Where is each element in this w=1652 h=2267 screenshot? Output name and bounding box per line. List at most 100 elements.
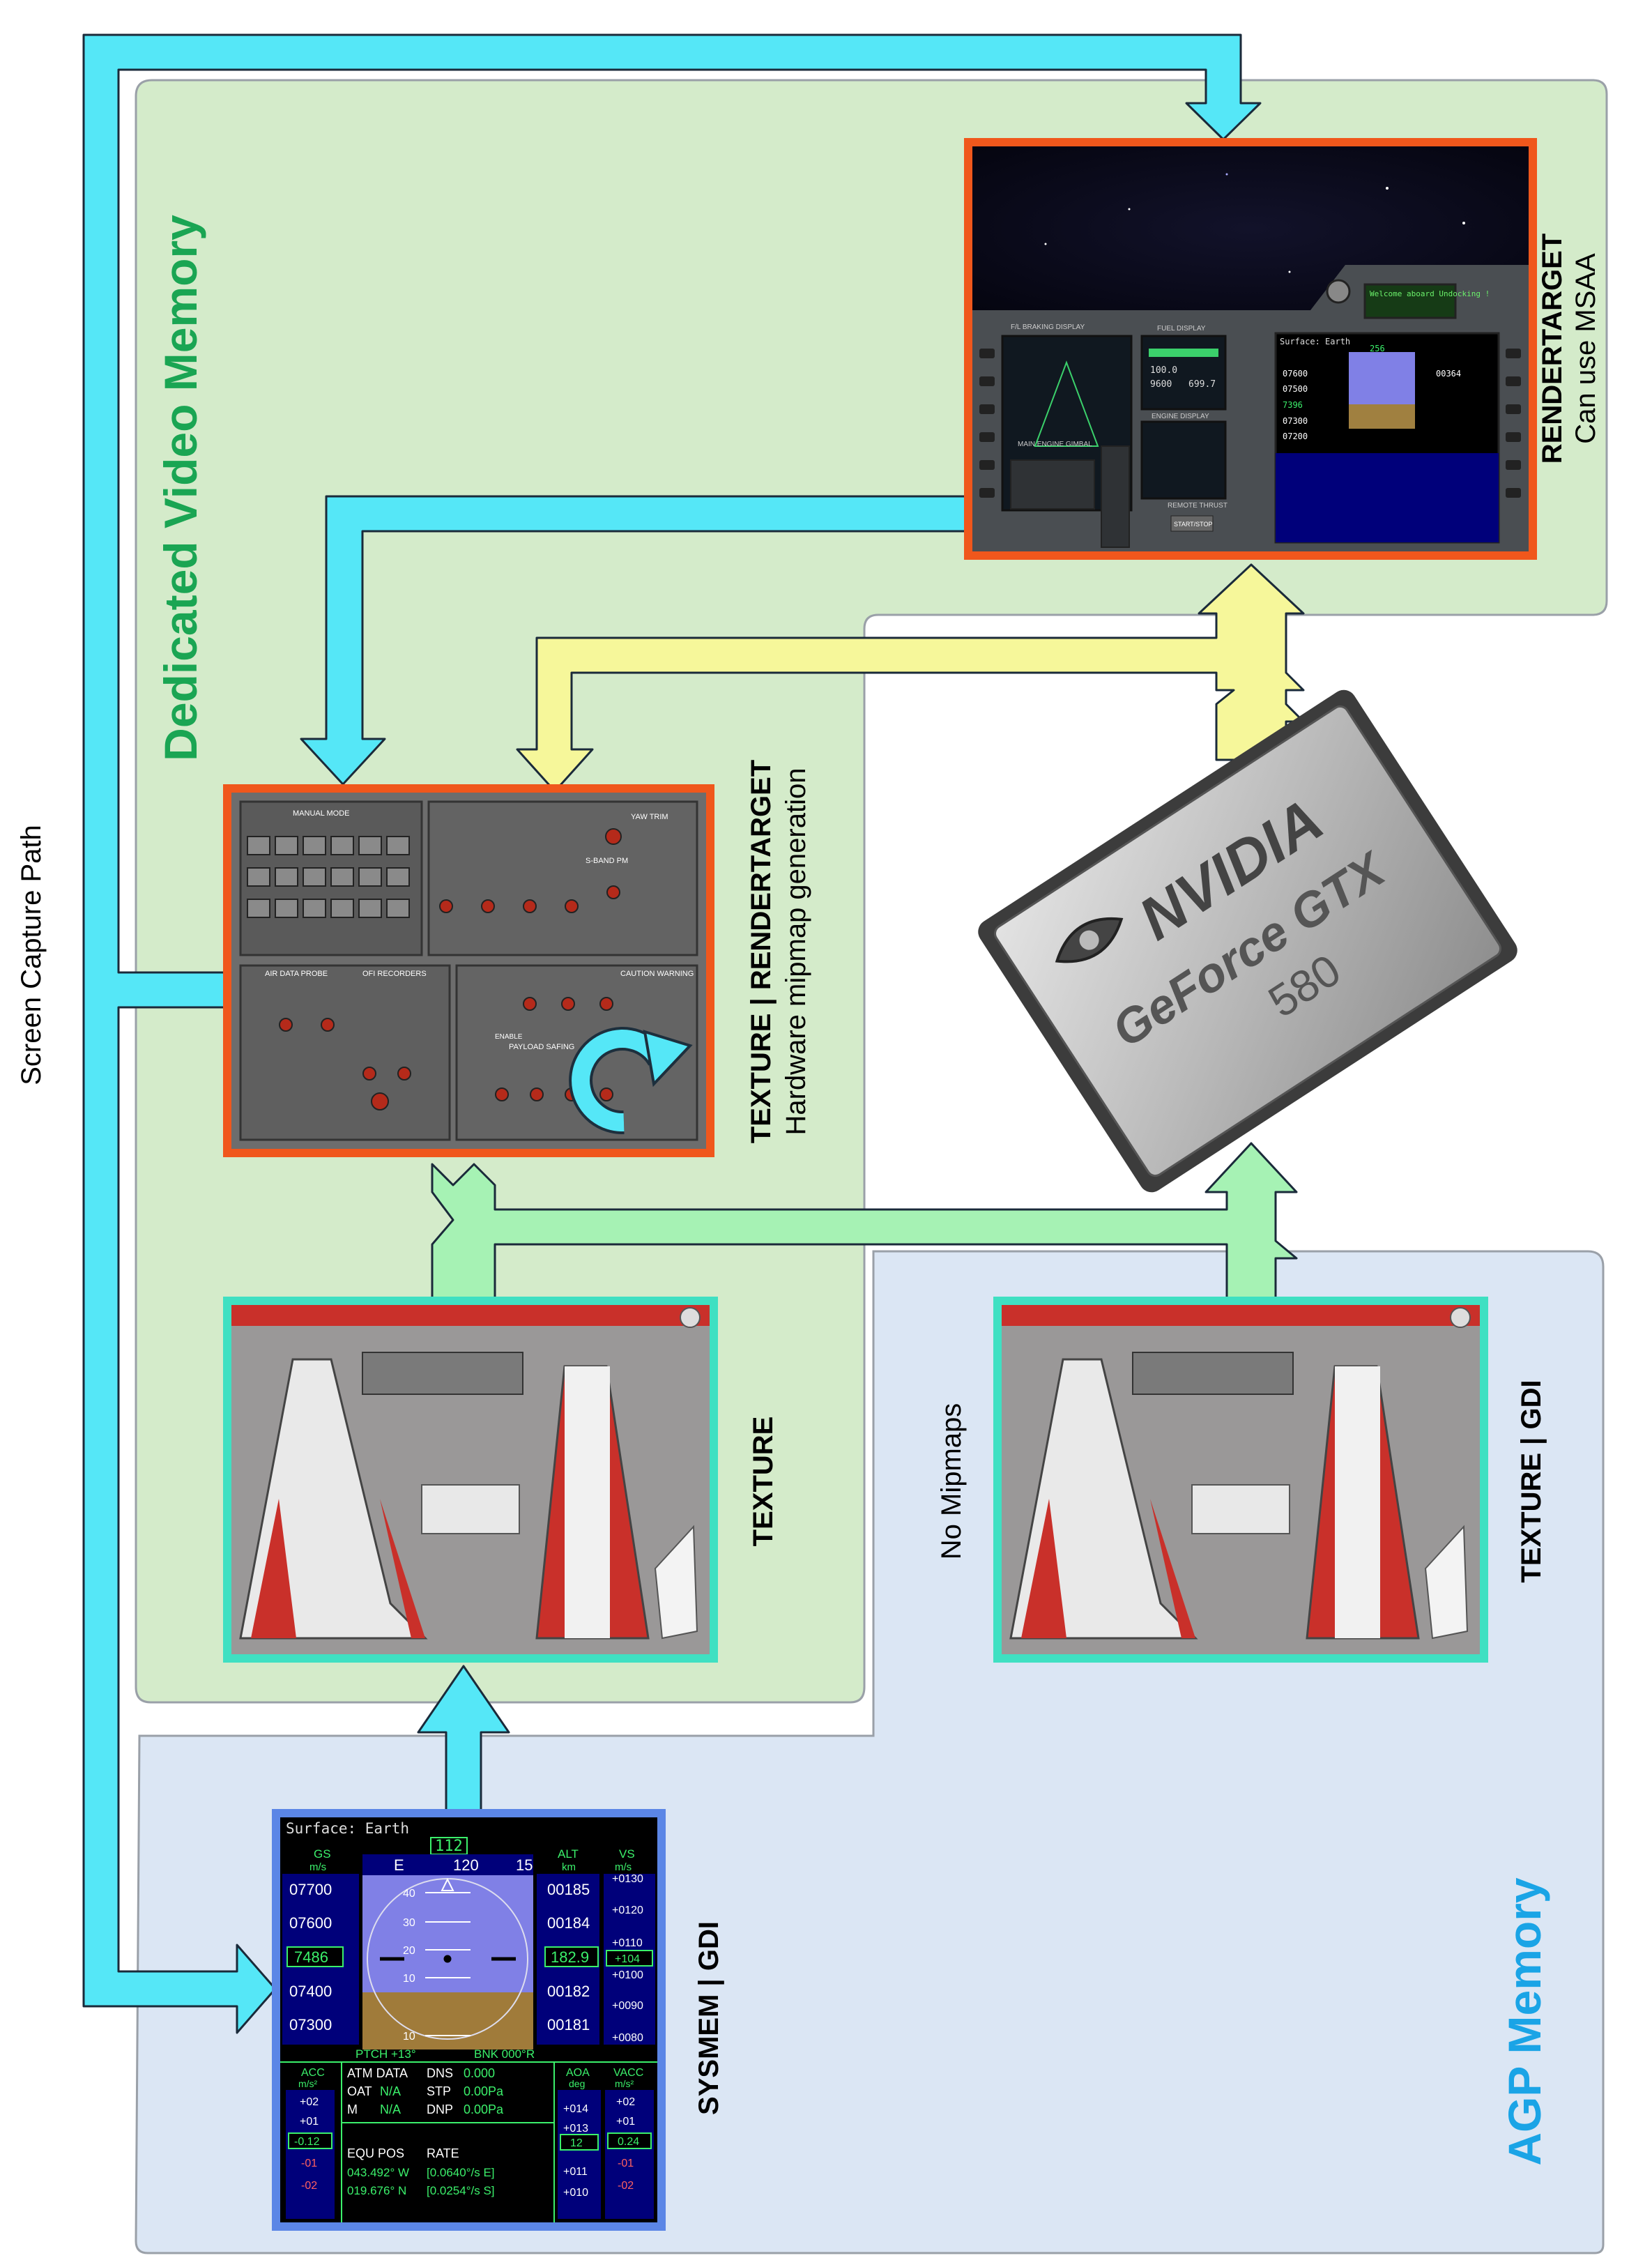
mini-gs-b: 07500: [1283, 384, 1308, 394]
mfd-gs-label: GS: [314, 1847, 331, 1861]
mini-gs-a: 07600: [1283, 369, 1308, 379]
dnp-value: 0.00Pa: [464, 2102, 504, 2116]
vs-value-1: +0120: [612, 1905, 643, 1916]
mini-gs-c: 7396: [1283, 400, 1303, 410]
start-stop-button[interactable]: [1170, 515, 1214, 532]
mfd-gs-unit: m/s: [309, 1861, 326, 1873]
mini-alt-a: 00364: [1436, 369, 1461, 379]
pitch-10: 10: [403, 1973, 415, 1985]
mini-gs-e: 07200: [1283, 432, 1308, 441]
acc-value-0: +02: [300, 2096, 319, 2108]
mfd-acc-unit: m/s²: [298, 2078, 318, 2089]
gs-value-current: 7486: [294, 1948, 328, 1966]
aoa-value-0: +014: [563, 2103, 588, 2115]
dedicated-video-memory-label: Dedicated Video Memory: [155, 215, 206, 761]
gimbal-label: MAIN ENGINE GIMBAL: [1018, 441, 1092, 448]
vs-value-2: +0110: [612, 1937, 643, 1949]
mfd-alt-label: ALT: [558, 1847, 579, 1861]
mini-mfd-header: Surface: Earth: [1280, 337, 1350, 346]
s-band-label: S-BAND PM: [586, 857, 628, 865]
acc-value-1: +01: [300, 2116, 319, 2128]
agp-memory-label: AGP Memory: [1499, 1877, 1550, 2166]
equ-title: EQU POS: [347, 2146, 404, 2160]
acc-value-4: -02: [301, 2180, 317, 2192]
texture-node: [223, 1297, 718, 1663]
texture-rendertarget-node: MANUAL MODE S-BAND PM YAW TRIM AIR DATA …: [223, 784, 714, 1157]
texture-rendertarget-subtitle: Hardware mipmap generation: [781, 768, 811, 1136]
pitch-30: 30: [403, 1917, 415, 1929]
no-mipmaps-note: No Mipmaps: [936, 1403, 967, 1560]
textures-to-gpu-arrow: [431, 1142, 1298, 1302]
aoa-tape: [558, 2090, 601, 2219]
rate-title: RATE: [427, 2146, 459, 2160]
message-display: [1363, 283, 1457, 319]
aircraft-symbol-icon: [380, 1955, 516, 1963]
vs-value-4: +0100: [612, 1969, 643, 1981]
sysmem-gdi-node: Surface: Earth 112 E 120 15 GS m/s 07700…: [272, 1809, 666, 2231]
stp-label: STP: [427, 2084, 451, 2098]
gs-value-1: 07600: [289, 1914, 332, 1932]
gs-value-0: 07700: [289, 1881, 332, 1898]
vacc-value-current: 0.24: [618, 2136, 639, 2148]
caution-warning-label: CAUTION WARNING: [620, 970, 694, 978]
vacc-value-4: -02: [618, 2180, 634, 2192]
vs-value-0: +0130: [612, 1873, 643, 1885]
red-toggle-switches[interactable]: [279, 828, 622, 1110]
aoa-value-current: 12: [570, 2137, 583, 2149]
atm-title: ATM DATA: [347, 2066, 408, 2080]
mfd-aoa-label: AOA: [566, 2067, 590, 2079]
air-data-label: AIR DATA PROBE: [265, 970, 328, 978]
vacc-tape: [605, 2090, 654, 2219]
acc-tape: [286, 2090, 335, 2219]
texture-rendertarget-title: TEXTURE | RENDERTARGET: [746, 760, 777, 1143]
start-stop-label: START/STOP: [1174, 521, 1213, 528]
air-data-panel: [239, 964, 451, 1141]
vs-value-6: +0080: [612, 2032, 643, 2044]
alt-value-4: 00181: [547, 2016, 590, 2033]
oat-label: OAT: [347, 2084, 372, 2098]
mfd-heading-120: 120: [453, 1856, 479, 1874]
enable-label: ENABLE: [495, 1033, 523, 1041]
mfd-side-buttons[interactable]: [979, 349, 1521, 498]
sysmem-to-texture-arrow: [417, 1665, 510, 1812]
yaw-trim-label: YAW TRIM: [631, 813, 668, 821]
mfd-bank: BNK 000°R: [474, 2047, 535, 2061]
pitch-20: 20: [403, 1945, 415, 1957]
nvidia-logo-icon: [1055, 917, 1124, 963]
alt-value-0: 00185: [547, 1881, 590, 1898]
remote-thrust-label: REMOTE THRUST: [1168, 502, 1227, 510]
gimbal-switches[interactable]: [1010, 459, 1095, 510]
ofi-recorders-label: OFI RECORDERS: [362, 970, 427, 978]
mfd-heading-15: 15: [516, 1856, 533, 1874]
mfd-vacc-label: VACC: [613, 2067, 643, 2079]
throttle[interactable]: [1101, 445, 1130, 548]
mfd-vs-label: VS: [619, 1847, 635, 1861]
manual-mode-buttons[interactable]: [247, 836, 410, 918]
engine-display-label: ENGINE DISPLAY: [1152, 413, 1209, 420]
mini-heading: 256: [1370, 344, 1385, 353]
fuel-value-c: 699.7: [1188, 379, 1216, 390]
equ-lon: 043.492° W: [347, 2166, 409, 2179]
oat-value: N/A: [380, 2084, 401, 2098]
mfd-alt-unit: km: [562, 1861, 576, 1873]
gpu-chip: NVIDIA GeForce GTX 580: [978, 689, 1517, 1193]
rendertarget-title: RENDERTARGET: [1537, 234, 1568, 464]
braking-display-label: F/L BRAKING DISPLAY: [1011, 323, 1085, 331]
dns-label: DNS: [427, 2066, 453, 2080]
mode-knob[interactable]: [1326, 279, 1351, 304]
mfd-acc-label: ACC: [301, 2067, 325, 2079]
attitude-ground: [362, 1992, 533, 2050]
texture-title: TEXTURE: [748, 1417, 779, 1547]
aoa-value-3: +011: [563, 2166, 588, 2178]
mfd-heading-e: E: [394, 1856, 404, 1874]
acc-value-current: -0.12: [294, 2136, 320, 2148]
mfd-vacc-unit: m/s²: [615, 2078, 634, 2089]
vacc-value-1: +01: [616, 2116, 635, 2128]
vs-value-current: +104: [615, 1953, 640, 1965]
pitch-neg10: 10: [403, 2031, 415, 2043]
alt-value-1: 00184: [547, 1914, 590, 1932]
mfd-vs-unit: m/s: [615, 1861, 632, 1873]
mfd-header: Surface: Earth: [286, 1820, 409, 1837]
vacc-value-0: +02: [616, 2096, 635, 2108]
acc-value-3: -01: [301, 2158, 317, 2169]
